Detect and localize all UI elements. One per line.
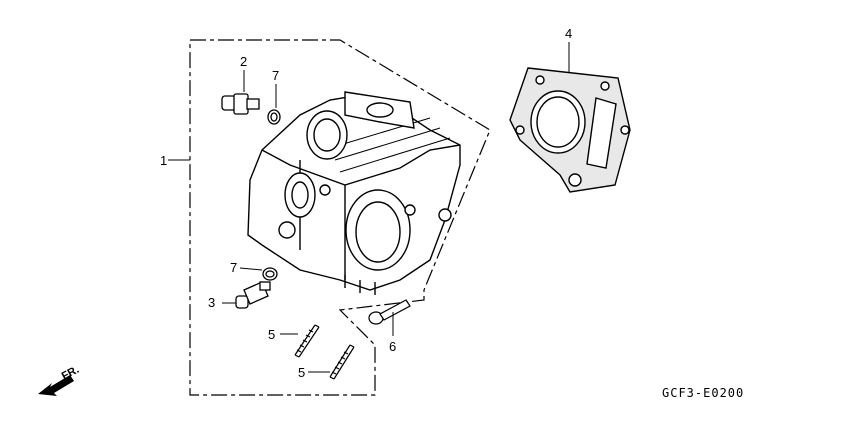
callout-1: 1: [160, 153, 167, 168]
callout-3: 3: [208, 295, 215, 310]
o-ring-top: [267, 109, 281, 125]
flange-bolt: [368, 299, 411, 325]
o-ring-bottom: [262, 267, 278, 281]
front-direction-arrow-icon: [38, 375, 74, 396]
assembly-boundary: [189, 39, 491, 396]
leader-lines: [168, 42, 570, 373]
callout-5-upper: 5: [268, 327, 275, 342]
cylinder-head: [247, 91, 461, 295]
callout-7-top: 7: [272, 68, 279, 83]
callout-7-bottom: 7: [230, 260, 237, 275]
plug-top: [221, 93, 260, 115]
stud-upper: [294, 324, 320, 358]
callout-5-lower: 5: [298, 365, 305, 380]
callout-4: 4: [565, 26, 572, 41]
direction-label: FR.: [60, 364, 81, 383]
head-gasket: [509, 67, 631, 193]
callout-6: 6: [389, 339, 396, 354]
stud-lower: [329, 344, 355, 380]
callout-2: 2: [240, 54, 247, 69]
diagram-code: GCF3-E0200: [662, 386, 744, 400]
plug-bottom: [235, 281, 271, 309]
